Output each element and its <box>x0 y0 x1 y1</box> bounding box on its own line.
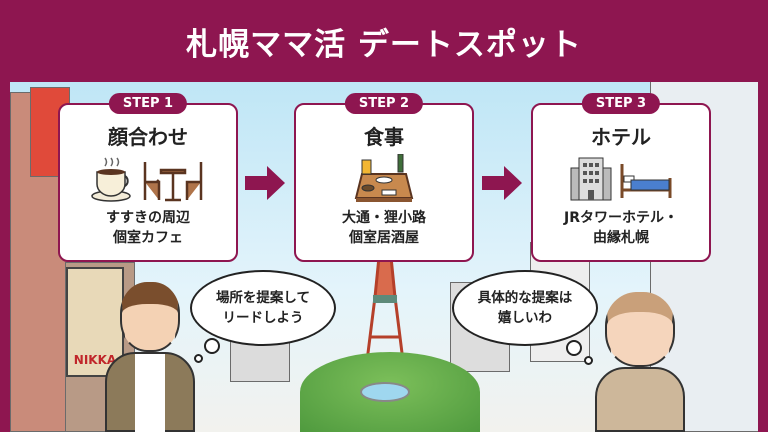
step-title: 食事 <box>364 125 404 149</box>
thought-dot <box>584 356 593 365</box>
step-description: JRタワーホテル・由縁札幌 <box>564 210 678 246</box>
coffee-cup-icon <box>91 157 131 202</box>
fountain <box>360 382 410 402</box>
thought-dot <box>204 338 220 354</box>
man-speech-bubble: 場所を提案してリードしよう <box>190 270 336 346</box>
man-character <box>95 282 205 432</box>
thought-dot <box>566 340 582 356</box>
step-badge: STEP 1 <box>108 93 188 114</box>
hotel-building-icon <box>570 157 612 201</box>
bed-icon <box>620 164 672 198</box>
step-badge: STEP 3 <box>581 93 661 114</box>
step-badge: STEP 2 <box>344 93 424 114</box>
step-description: すすきの周辺個室カフェ <box>106 210 190 246</box>
thought-dot <box>194 354 203 363</box>
page-title: 札幌ママ活 デートスポット <box>186 26 582 63</box>
step-description: 大通・狸小路個室居酒屋 <box>342 210 426 246</box>
step-title: ホテル <box>591 125 651 149</box>
woman-character <box>595 292 685 432</box>
step-card-2: STEP 2 食事 大通・狸小路個室居酒屋 <box>294 93 474 262</box>
step-title: 顔合わせ <box>108 125 188 149</box>
dinner-table-icon <box>354 154 414 202</box>
cafe-table-icon <box>143 162 203 202</box>
woman-speech-bubble: 具体的な提案は嬉しいわ <box>452 270 598 346</box>
step-card-1: STEP 1 顔合わせ すすきの周辺個室カフェ <box>58 93 238 262</box>
step-card-3: STEP 3 ホテル JRタワーホテル・由縁札幌 <box>531 93 711 262</box>
